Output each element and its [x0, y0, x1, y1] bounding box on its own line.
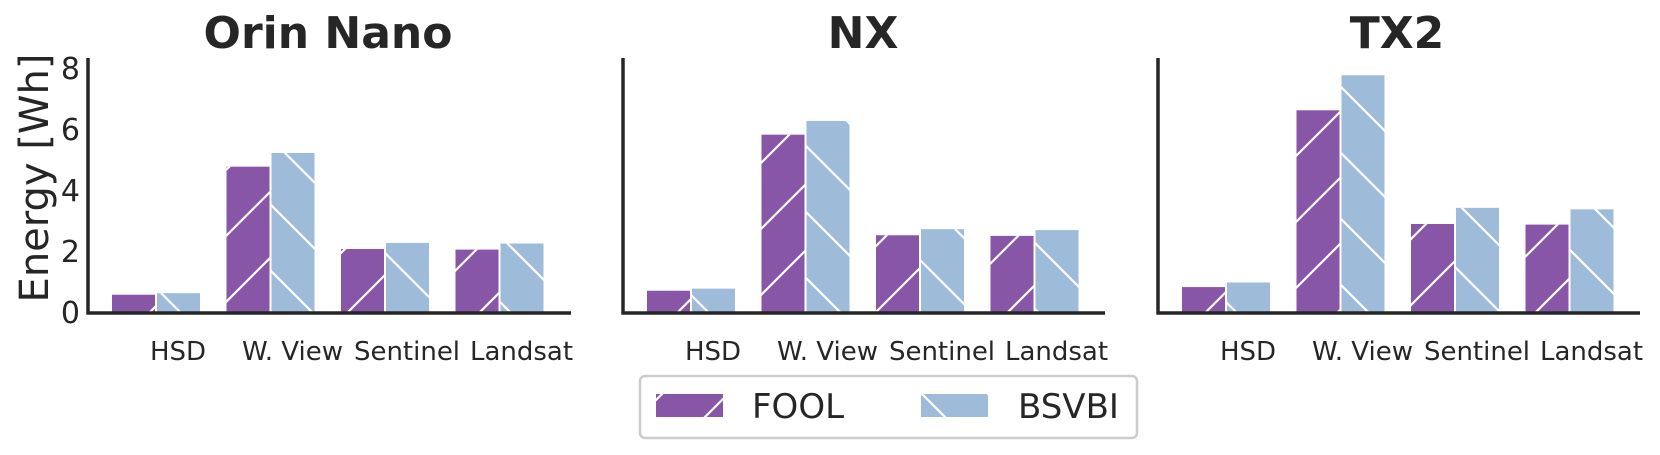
- panel-tx2: TX2 HSD W. View Sentinel Landsat: [1156, 8, 1643, 367]
- bar-hatch-fool: [341, 248, 384, 313]
- bar-hatch-fool: [1296, 110, 1340, 313]
- y-tick-label: 8: [61, 52, 80, 87]
- x-tick-label: HSD: [685, 337, 741, 367]
- bar-hatch-bsvbi: [1456, 207, 1499, 313]
- bar-hatch-bsvbi: [271, 152, 315, 313]
- bar-hatch-bsvbi: [806, 120, 850, 313]
- y-tick-label: 2: [61, 235, 80, 270]
- bar-hatch-bsvbi: [1341, 75, 1385, 313]
- bar-hatch-bsvbi: [921, 229, 964, 313]
- legend-swatch-bsvbi-hatch: [921, 394, 988, 417]
- bar-hatch-bsvbi: [157, 293, 200, 313]
- bar-hatch-fool: [1411, 223, 1454, 313]
- legend-frame: [638, 374, 1139, 440]
- bar-hatch-bsvbi: [500, 243, 544, 313]
- x-tick-label: Sentinel: [1424, 337, 1530, 367]
- bar-hatch-bsvbi: [1227, 282, 1270, 313]
- legend-swatch-fool-hatch: [656, 394, 723, 417]
- x-tick-label: Sentinel: [889, 337, 995, 367]
- y-tick-label: 6: [61, 113, 80, 148]
- panel-title: Orin Nano: [204, 8, 453, 59]
- x-tick-label: Landsat: [1540, 337, 1643, 367]
- bar-hatch-fool: [1182, 287, 1225, 313]
- x-tick-label: Sentinel: [354, 337, 460, 367]
- bar-hatch-bsvbi: [692, 288, 735, 313]
- legend-label-bsvbi: BSVBI: [1018, 387, 1119, 427]
- x-tick-label: W. View: [1312, 337, 1413, 367]
- bar-hatch-fool: [455, 249, 499, 313]
- y-axis-label: Energy [Wh]: [12, 54, 58, 303]
- y-tick-label: 0: [61, 296, 80, 331]
- x-tick-label: HSD: [150, 337, 206, 367]
- bar-hatch-bsvbi: [386, 242, 429, 313]
- legend-label-fool: FOOL: [752, 387, 844, 427]
- bar-hatch-fool: [761, 134, 805, 313]
- legend: FOOL BSVBI: [638, 374, 1139, 440]
- panel-title: NX: [828, 8, 899, 59]
- bar-hatch-fool: [112, 294, 155, 313]
- bar-hatch-fool: [647, 290, 690, 313]
- bar-hatch-fool: [226, 166, 270, 313]
- panel-nx: NX HSD W. View Sentinel Landsat: [621, 8, 1108, 367]
- bar-hatch-fool: [1525, 224, 1569, 313]
- x-tick-label: Landsat: [1005, 337, 1108, 367]
- bar-hatch-bsvbi: [1035, 230, 1079, 313]
- x-tick-label: Landsat: [470, 337, 573, 367]
- bar-hatch-bsvbi: [1570, 209, 1614, 313]
- panel-title: TX2: [1350, 8, 1445, 59]
- x-tick-label: HSD: [1220, 337, 1276, 367]
- bar-hatch-fool: [990, 235, 1034, 313]
- bar-hatch-fool: [876, 235, 919, 313]
- y-tick-label: 4: [61, 174, 80, 209]
- x-tick-label: W. View: [242, 337, 343, 367]
- x-tick-label: W. View: [777, 337, 878, 367]
